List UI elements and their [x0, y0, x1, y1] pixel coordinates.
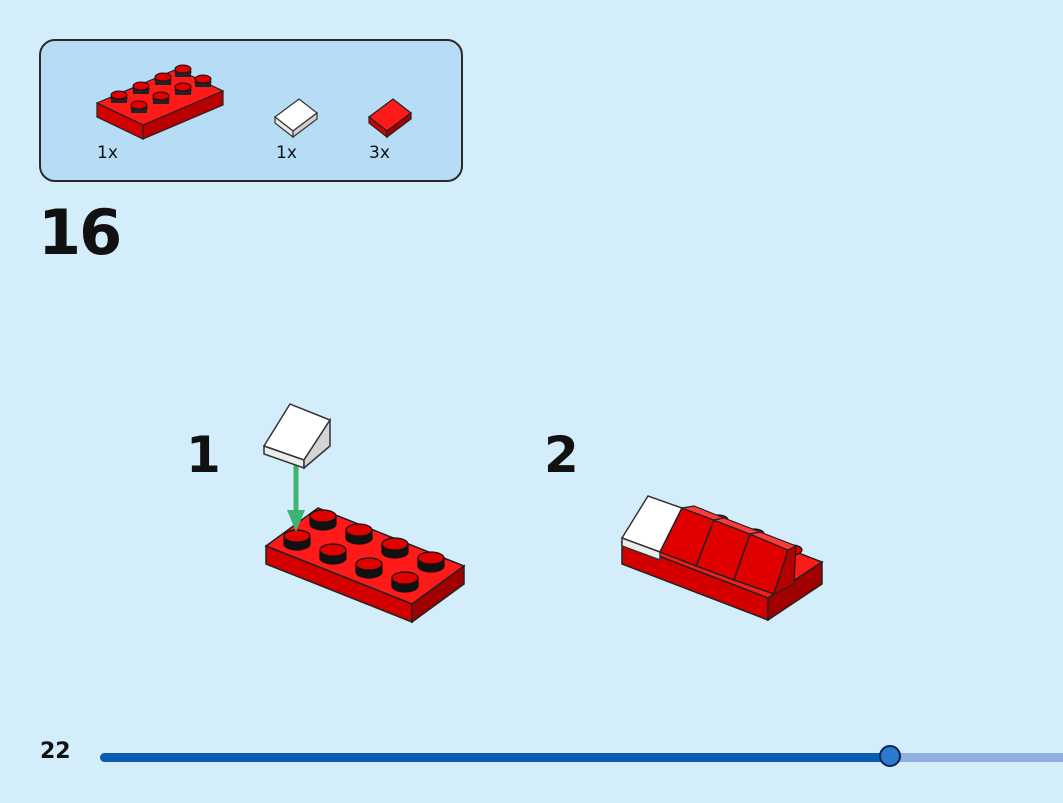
part-qty-red-plate: 1x: [97, 143, 118, 163]
white-slope-icon: [274, 98, 318, 139]
parts-list-box: 1x 1x 3x: [39, 39, 463, 182]
part-qty-red-slope: 3x: [369, 143, 390, 163]
substep-number-1: 1: [186, 426, 221, 484]
progress-knob[interactable]: [878, 745, 901, 767]
substep-number-2: 2: [544, 426, 579, 484]
progress-fill: [100, 753, 890, 762]
part-qty-white-slope: 1x: [276, 143, 297, 163]
page-number: 22: [40, 739, 71, 764]
step-number: 16: [38, 196, 122, 269]
progress-bar[interactable]: [100, 745, 1063, 767]
substep-1-illustration: [262, 403, 466, 624]
red-plate-2x4-icon: [95, 64, 225, 140]
substep-2-illustration: [620, 495, 824, 622]
red-slope-icon: [368, 98, 412, 139]
